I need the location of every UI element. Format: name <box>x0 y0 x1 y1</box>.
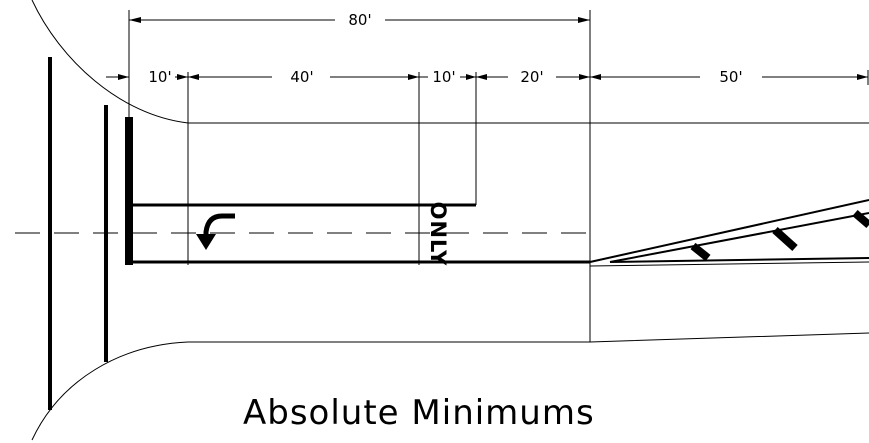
dim-label-taper: 20' <box>520 68 543 86</box>
island-bottom-edge-b <box>589 261 869 267</box>
island-hatch <box>852 209 869 229</box>
arrowhead <box>408 74 419 80</box>
dim-label-approach: 50' <box>719 68 742 86</box>
top-road-edge <box>31 0 869 124</box>
arrowhead <box>857 74 868 80</box>
arrowhead <box>177 74 188 80</box>
dim-label-taper-start: 10' <box>432 68 455 86</box>
arrowhead <box>129 17 141 23</box>
dim-label-total: 80' <box>348 11 371 29</box>
only-pavement-marking: ONLY <box>426 202 450 267</box>
taper-line <box>589 199 869 263</box>
island-top-edge <box>609 212 869 263</box>
dim-label-offset: 10' <box>148 68 171 86</box>
left-turn-arrow-icon <box>196 213 235 250</box>
diagram-title: Absolute Minimums <box>243 393 595 433</box>
dim-label-storage: 40' <box>290 68 313 86</box>
arrowhead <box>466 74 476 80</box>
island-bottom-edge <box>609 257 869 263</box>
arrowhead <box>118 74 129 80</box>
arrowhead <box>578 17 590 23</box>
arrowhead <box>579 74 590 80</box>
arrowhead <box>188 74 199 80</box>
arrowhead <box>476 74 487 80</box>
arrowhead <box>590 74 601 80</box>
island-hatch <box>690 242 711 262</box>
bottom-road-edge <box>31 332 869 441</box>
island-hatch <box>772 227 798 251</box>
